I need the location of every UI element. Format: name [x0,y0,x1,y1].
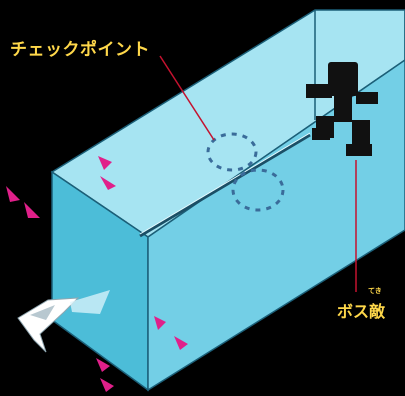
tube-inner-groove [139,133,311,238]
checkpoint-ring-icon [206,132,285,212]
player-ship-icon [17,290,110,353]
checkpoint-leader-line [159,55,215,141]
boss-robot-icon [306,62,378,156]
direction-arrow-icon [6,156,188,392]
boss-ruby-text: てき [368,287,382,295]
boss-enemy-label: ボス敵 [337,302,386,321]
checkpoint-label: チェックポイント [10,40,150,60]
